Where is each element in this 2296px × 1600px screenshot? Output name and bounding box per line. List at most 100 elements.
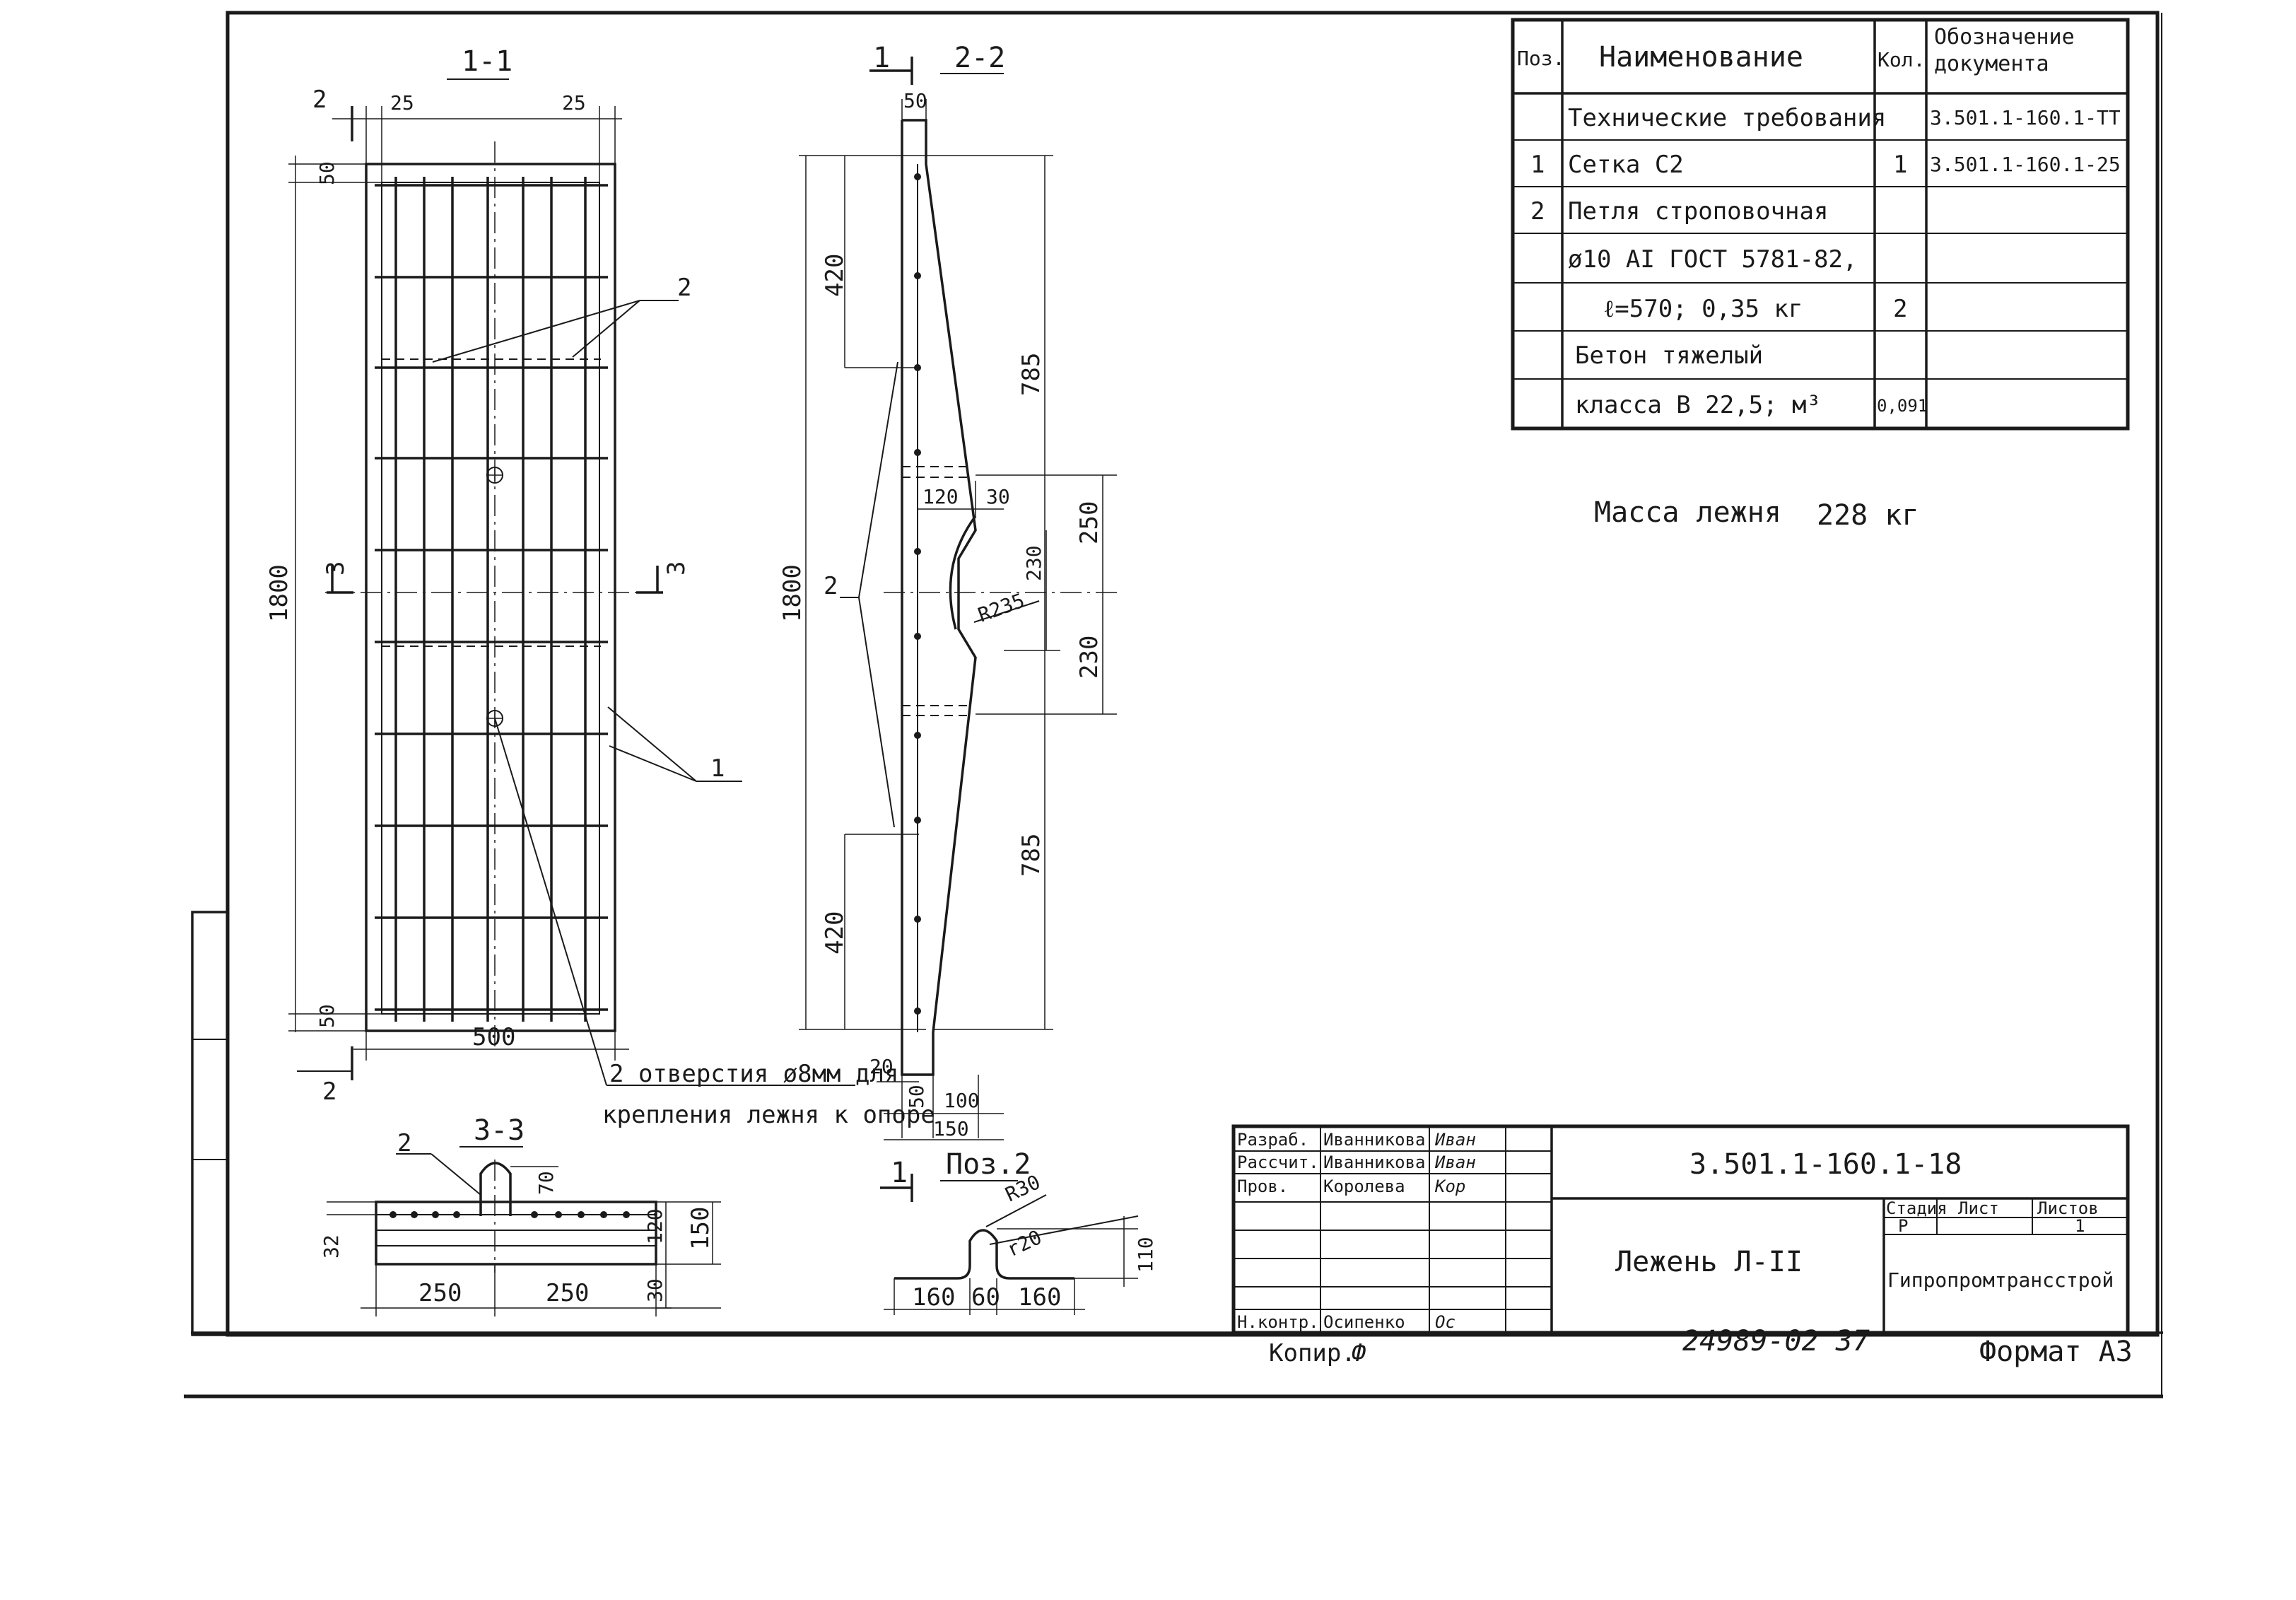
stage-label: Стадия	[1886, 1198, 1948, 1218]
spec-row-3-name: Петля строповочная	[1568, 197, 1828, 226]
name-norm-control: Осипенко	[1323, 1312, 1405, 1332]
dim-160-right: 160	[1018, 1283, 1061, 1312]
spec-row-7-qty: 0,091	[1877, 396, 1928, 416]
section-2-2: 1 2-2 50	[778, 42, 1117, 1140]
dim-110: 110	[1134, 1237, 1157, 1273]
spec-row-5-qty: 2	[1893, 295, 1907, 323]
copied-label: Копир.	[1269, 1339, 1356, 1367]
role-norm-control: Н.контр.	[1237, 1312, 1319, 1332]
inventory-number: 24989-02 37	[1682, 1325, 1870, 1357]
dim-250-b: 230	[1075, 636, 1103, 679]
sheet-label: Лист	[1958, 1198, 1999, 1218]
dim-30: 30	[643, 1278, 667, 1302]
pos2-detail: 1 Поз.2 160 60 160 R30 r20 110	[880, 1148, 1157, 1315]
spec-row-2-pos: 1	[1530, 151, 1545, 179]
signature-designer: Иван	[1434, 1130, 1476, 1150]
callout-loop-2-section: 2	[397, 1129, 411, 1157]
cut-3-left-mark: 3	[322, 561, 350, 576]
dim-785-top: 785	[1017, 353, 1046, 396]
sheets-value: 1	[2075, 1216, 2085, 1236]
cut-2-top-mark: 2	[312, 86, 327, 114]
dim-1800-left: 1800	[265, 564, 293, 622]
dim-70: 70	[534, 1171, 558, 1195]
dim-25-left: 25	[390, 91, 414, 115]
mass-value: 228 кг	[1817, 499, 1919, 532]
dim-785-bottom: 785	[1017, 834, 1046, 877]
spec-row-2-qty: 1	[1893, 151, 1907, 179]
role-calculator: Рассчит.	[1237, 1152, 1319, 1172]
holes-note-line2: крепления лежня к опоре	[602, 1101, 935, 1129]
name-calculator: Иванникова	[1323, 1152, 1426, 1172]
dim-230-a: 230	[1022, 545, 1046, 581]
spec-header-name: Наименование	[1599, 41, 1803, 74]
dim-500-width: 500	[472, 1023, 515, 1051]
sheets-label: Листов	[2037, 1198, 2099, 1218]
callout-loops-2: 2	[677, 274, 691, 302]
title-block-signatures: Иван Иван Кор Ос	[1434, 1130, 1476, 1332]
role-designer: Разраб.	[1237, 1130, 1308, 1150]
dim-250-a: 250	[1075, 501, 1103, 544]
dim-1800-profile: 1800	[778, 564, 807, 622]
section-2-2-title: 2-2	[954, 42, 1005, 74]
spec-row-2-name: Сетка С2	[1568, 151, 1684, 179]
spec-header-pos: Поз.	[1517, 47, 1564, 70]
spec-row-4-name: ø10 АI ГОСТ 5781-82,	[1568, 245, 1857, 274]
mass-label: Масса лежня	[1594, 496, 1781, 529]
spec-row-5-name: ℓ=570; 0,35 кг	[1603, 295, 1803, 323]
organization: Гипропромтрансстрой	[1887, 1268, 2114, 1292]
pos2-title: Поз.2	[946, 1148, 1031, 1181]
role-checker: Пров.	[1237, 1176, 1288, 1196]
dim-150: 150	[686, 1207, 715, 1250]
section-3-3: 3-3 2 70 32 120 150	[320, 1114, 721, 1316]
dim-420-bottom: 420	[821, 911, 849, 954]
cut-3-right-mark: 3	[662, 561, 691, 576]
dim-120: 120	[922, 485, 959, 508]
section-1-1-title: 1-1	[462, 45, 512, 78]
dim-120: 120	[643, 1208, 667, 1244]
dim-60: 60	[971, 1283, 1000, 1312]
dim-160-left: 160	[912, 1283, 955, 1312]
dim-100: 100	[944, 1089, 980, 1112]
section-1-1: 1-1	[265, 45, 935, 1129]
spec-row-7-name: класса В 22,5; м³	[1575, 391, 1821, 419]
dim-150: 150	[933, 1117, 969, 1140]
spec-rows: Технические требования 3.501.1-160.1-ТТ …	[1530, 104, 2121, 419]
mesh-transverse-bars	[375, 184, 608, 1011]
spec-header-doc: Обозначение документа	[1934, 25, 2075, 76]
spec-row-2-doc: 3.501.1-160.1-25	[1930, 153, 2121, 176]
cut-2-bottom-mark: 2	[322, 1078, 336, 1106]
dim-50-top: 50	[903, 89, 927, 112]
dim-25-right: 25	[562, 91, 586, 115]
dim-20: 20	[869, 1055, 894, 1078]
sheet-format: Формат А3	[1979, 1336, 2133, 1368]
dim-50-bottom: 50	[315, 1004, 339, 1028]
dim-32: 32	[320, 1234, 343, 1259]
spec-row-3-pos: 2	[1530, 197, 1545, 226]
spec-row-1-name: Технические требования	[1568, 104, 1886, 132]
item-name: Лежень Л-II	[1615, 1246, 1803, 1278]
holes-note-line1: 2 отверстия ø8мм для	[609, 1060, 898, 1088]
signature-checker: Кор	[1434, 1176, 1465, 1196]
dim-r235: R235	[975, 589, 1028, 627]
name-checker: Королева	[1323, 1176, 1405, 1196]
cut-1-top-mark: 1	[873, 42, 890, 74]
dim-r20: r20	[1003, 1225, 1046, 1261]
spec-row-6-name: Бетон тяжелый	[1575, 341, 1763, 370]
callout-loop-2-profile: 2	[824, 572, 838, 600]
cut-1-bottom-mark: 1	[891, 1157, 908, 1189]
mass-note: Масса лежня 228 кг	[1594, 496, 1919, 532]
copied-signature: Ф	[1352, 1339, 1366, 1367]
mesh-longitudinal-bars	[394, 177, 587, 1022]
name-designer: Иванникова	[1323, 1130, 1426, 1150]
dim-50-top: 50	[315, 161, 339, 185]
dim-50-bottom: 50	[905, 1085, 928, 1109]
title-block-roles: Разраб. Рассчит. Пров. Н.контр.	[1237, 1130, 1319, 1332]
signature-norm-control: Ос	[1435, 1312, 1456, 1332]
spec-table: Поз. Наименование Кол. Обозначение докум…	[1511, 18, 2130, 431]
dim-250-left: 250	[418, 1279, 462, 1307]
dim-30: 30	[986, 485, 1010, 508]
stage-value: Р	[1898, 1216, 1908, 1236]
title-block: Разраб. Рассчит. Пров. Н.контр. Иваннико…	[1231, 1124, 2130, 1335]
doc-code: 3.501.1-160.1-18	[1689, 1148, 1962, 1181]
